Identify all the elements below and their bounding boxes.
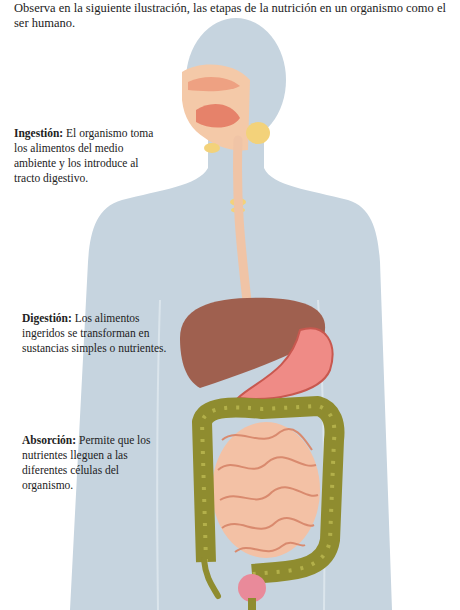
esophagus xyxy=(237,140,248,310)
small-intestine xyxy=(212,422,320,558)
stage-text: Absorción: Permite que los nutrientes ll… xyxy=(22,433,168,493)
stage-text: Ingestión: El organismo toma los aliment… xyxy=(14,126,166,186)
rectum xyxy=(238,574,266,602)
stomach xyxy=(238,328,332,399)
stage-heading: Digestión: xyxy=(22,312,72,324)
large-intestine xyxy=(202,406,334,596)
anal-canal xyxy=(248,598,256,610)
stage-heading: Ingestión: xyxy=(14,127,63,139)
stage-heading: Absorción: xyxy=(22,434,76,446)
oral-nasal-cavity xyxy=(182,64,270,213)
stage-text: Digestión: Los alimentos ingeridos se tr… xyxy=(22,311,170,356)
intro-text: Observa en la siguiente ilustración, las… xyxy=(14,1,450,31)
